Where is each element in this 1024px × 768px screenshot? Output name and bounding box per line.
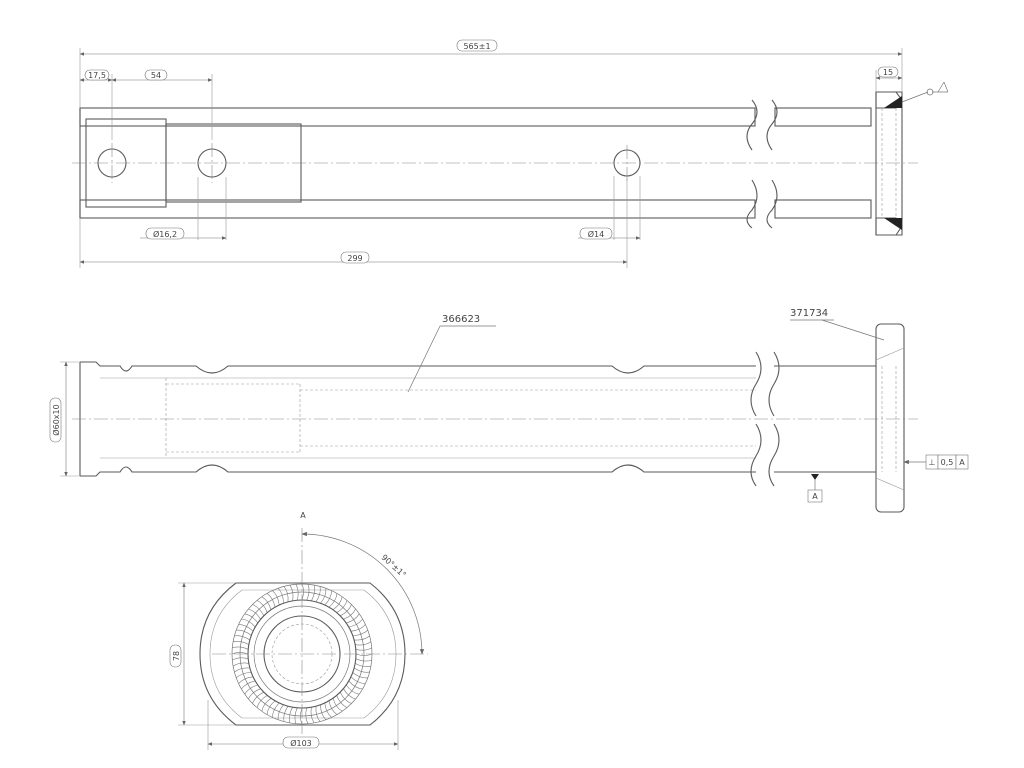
datum-feature: A (807, 474, 823, 503)
weld-tick (235, 672, 252, 679)
weld-tick (231, 652, 249, 655)
diameter-label: Ø103 (290, 738, 312, 748)
part-number-tube: 366623 (442, 314, 480, 325)
weld-tick (241, 680, 256, 690)
hole-dia-1-label: Ø16,2 (153, 229, 177, 239)
weld-tick (289, 584, 294, 601)
tolerance-value: 0,5 (941, 458, 954, 467)
weld-tick (244, 684, 258, 695)
weld-tick (328, 700, 338, 715)
tolerance-frame: ⊥ 0,5 A (903, 454, 969, 470)
weld-tick (354, 667, 370, 673)
weld-tick (236, 629, 252, 636)
weld-tick (232, 662, 249, 667)
weld-tick (256, 600, 268, 613)
weld-tick (310, 707, 315, 724)
part-number-flange-callout: 371734 (790, 308, 885, 341)
weld-tick (238, 624, 254, 632)
weld-tick (289, 707, 293, 723)
weld-tick (266, 700, 276, 715)
weld-tick (252, 604, 265, 616)
weld-tick (272, 590, 280, 606)
weld-tick (232, 657, 249, 661)
weld-tick (272, 702, 280, 718)
weld-tick (233, 641, 249, 645)
hole-position-label: 299 (347, 254, 362, 263)
weld-tick (241, 618, 256, 628)
weld-tick (336, 695, 348, 708)
weld-tick (352, 672, 368, 679)
offset-end-label: 15 (883, 68, 893, 77)
weld-tick (266, 593, 276, 608)
weld-tick (238, 676, 254, 684)
weld-tick (244, 613, 259, 624)
tolerance-symbol: ⊥ (929, 458, 936, 467)
dimension-holes: Ø16,2 Ø14 299 (79, 176, 641, 268)
dimension-diameter: Ø103 (207, 700, 399, 750)
tube-size-label: Ø60x10 (51, 404, 61, 435)
view-label: A (300, 511, 306, 520)
weld-tick (350, 676, 366, 684)
weld-tick (305, 707, 309, 724)
weld-tick (283, 706, 289, 722)
weld-tick (256, 695, 268, 708)
weld-tick (234, 635, 250, 641)
weld-tick (332, 698, 343, 712)
dimension-overall: 565±1 (79, 39, 903, 108)
weld-tick (261, 596, 272, 610)
overall-length-label: 565±1 (463, 42, 490, 51)
weld-tick (355, 658, 372, 662)
dimension-offsets: 17,5 54 15 (79, 66, 903, 140)
end-view: 90°±1° (199, 528, 428, 734)
weld-tick (345, 684, 360, 695)
section-view (72, 81, 949, 236)
weld-tick (339, 692, 352, 704)
weld-tick (277, 587, 284, 604)
dimension-tube-size: Ø60x10 (49, 361, 80, 477)
weld-tick (277, 704, 284, 720)
dimension-height: 78 (169, 582, 236, 726)
weld-tick (261, 697, 272, 712)
weld-tick (283, 586, 289, 602)
offset-1-label: 17,5 (88, 71, 106, 80)
hole-dia-2-label: Ø14 (588, 229, 604, 239)
weld-tick (248, 608, 261, 620)
weld-tick (355, 663, 371, 667)
weld-tick (232, 646, 249, 650)
weld-tick (343, 688, 356, 700)
weld-tick (300, 707, 303, 725)
weld-tick (324, 702, 332, 718)
part-number-tube-callout: 366623 (407, 314, 496, 393)
tolerance-datum: A (959, 458, 965, 467)
weld-tick (294, 707, 298, 724)
weld-tick (234, 667, 250, 673)
weld-tick (320, 704, 327, 721)
weld-tick (295, 584, 299, 601)
weld-tick (348, 680, 363, 690)
weld-tick (248, 688, 261, 700)
offset-2-label: 54 (151, 71, 161, 80)
weld-tick (252, 691, 264, 704)
weld-tick (315, 706, 321, 722)
height-label: 78 (172, 651, 181, 661)
datum-label: A (812, 492, 818, 501)
part-number-flange: 371734 (790, 308, 828, 319)
elevation-view (72, 323, 918, 513)
